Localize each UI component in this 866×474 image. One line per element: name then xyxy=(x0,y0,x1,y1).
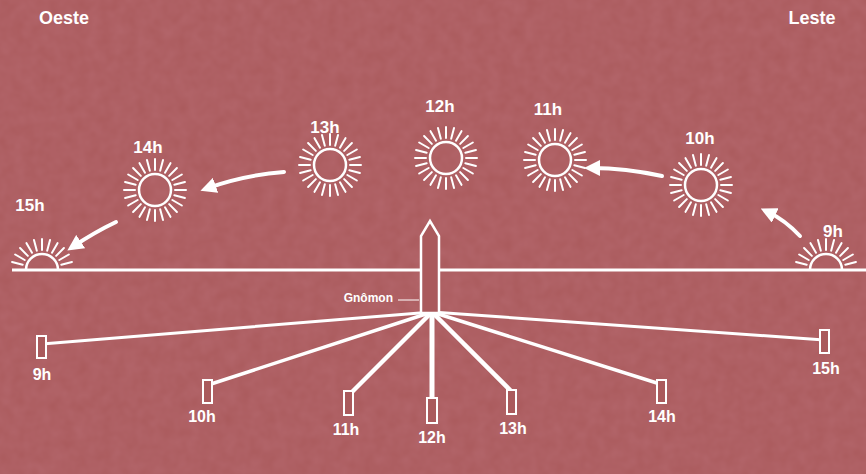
shadow-hour-label: 14h xyxy=(648,408,676,426)
shadow-hour-label: 9h xyxy=(33,366,52,384)
direction-label: Leste xyxy=(788,8,835,29)
sun-symbol xyxy=(11,239,73,269)
hour-markers xyxy=(37,330,829,423)
shadow-lines xyxy=(42,312,824,400)
shadow-hour-label: 13h xyxy=(499,420,527,438)
shadow-hour-label: 11h xyxy=(333,421,360,439)
sun-symbol xyxy=(795,239,857,269)
shadow-hour-label: 12h xyxy=(418,429,446,447)
sun-hour-label: 14h xyxy=(133,138,162,158)
leader-line xyxy=(398,300,419,301)
sun-hour-label: 13h xyxy=(310,118,339,138)
sun-hour-label: 10h xyxy=(685,129,714,149)
sun-hour-label: 9h xyxy=(823,222,843,242)
sun-symbol xyxy=(299,134,361,196)
shadow-hour-label: 15h xyxy=(812,360,840,378)
sun-hour-label: 15h xyxy=(15,196,44,216)
direction-label: Oeste xyxy=(39,8,89,29)
sun-hour-label: 12h xyxy=(425,97,454,117)
sun-symbol xyxy=(415,127,477,189)
sun-symbol xyxy=(670,154,732,216)
sun-symbol xyxy=(524,129,586,191)
gnomon xyxy=(421,221,439,313)
sun-symbol xyxy=(124,159,186,221)
shadow-hour-label: 10h xyxy=(188,408,216,426)
sun-hour-label: 11h xyxy=(534,100,562,120)
gnomon-label: Gnômon xyxy=(344,292,393,306)
